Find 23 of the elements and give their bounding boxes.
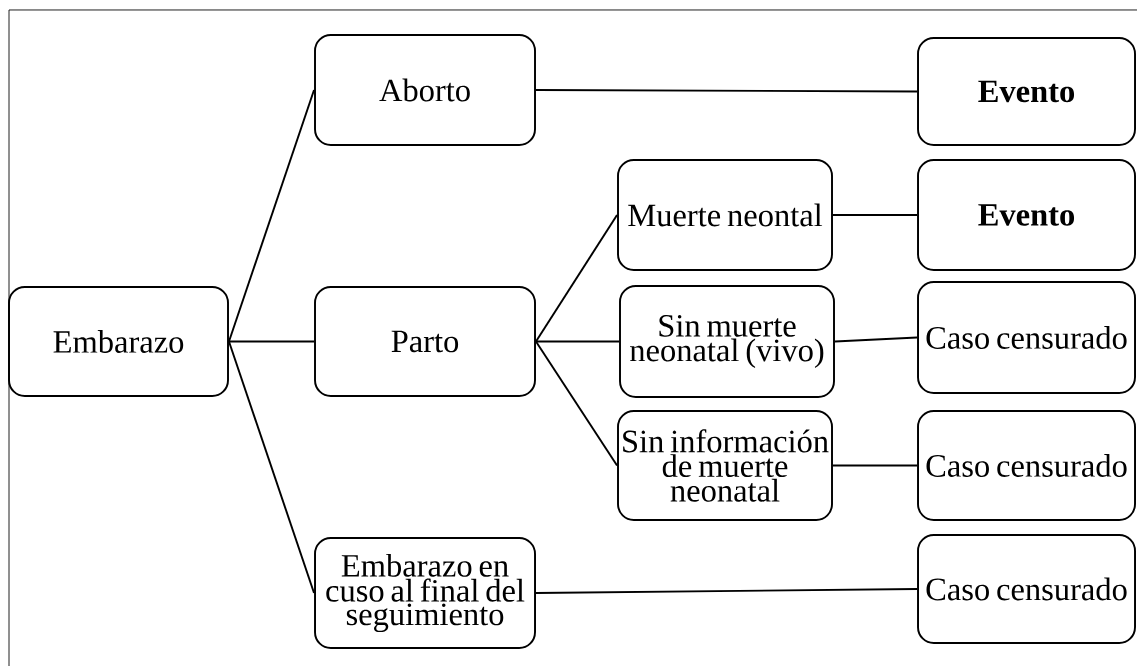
process-box: Sin información de muerte neonatal bbox=[617, 410, 833, 521]
process-box: Embarazo bbox=[8, 286, 229, 397]
process-box: Embarazo en cuso al final del seguimiento bbox=[314, 537, 536, 649]
process-box: Evento bbox=[917, 37, 1136, 146]
connector-line bbox=[535, 214, 618, 343]
process-box: Caso censurado bbox=[917, 281, 1136, 394]
connector-line bbox=[535, 340, 620, 343]
process-box: Caso censurado bbox=[917, 534, 1136, 644]
connector-line bbox=[228, 89, 315, 343]
connector-line bbox=[535, 340, 618, 467]
connector-line bbox=[535, 89, 918, 93]
connector-line bbox=[834, 336, 918, 343]
process-box: Sin muerte neonatal (vivo) bbox=[619, 285, 835, 398]
process-box: Muerte neontal bbox=[617, 159, 833, 271]
connector-line bbox=[832, 214, 918, 216]
connector-line bbox=[535, 588, 918, 594]
connector-line bbox=[832, 464, 918, 467]
connector-line bbox=[228, 340, 315, 594]
connector-line bbox=[228, 340, 315, 343]
process-box: Aborto bbox=[314, 34, 536, 146]
process-box: Parto bbox=[314, 286, 536, 397]
process-box: Caso censurado bbox=[917, 410, 1136, 521]
process-box: Evento bbox=[917, 159, 1136, 271]
